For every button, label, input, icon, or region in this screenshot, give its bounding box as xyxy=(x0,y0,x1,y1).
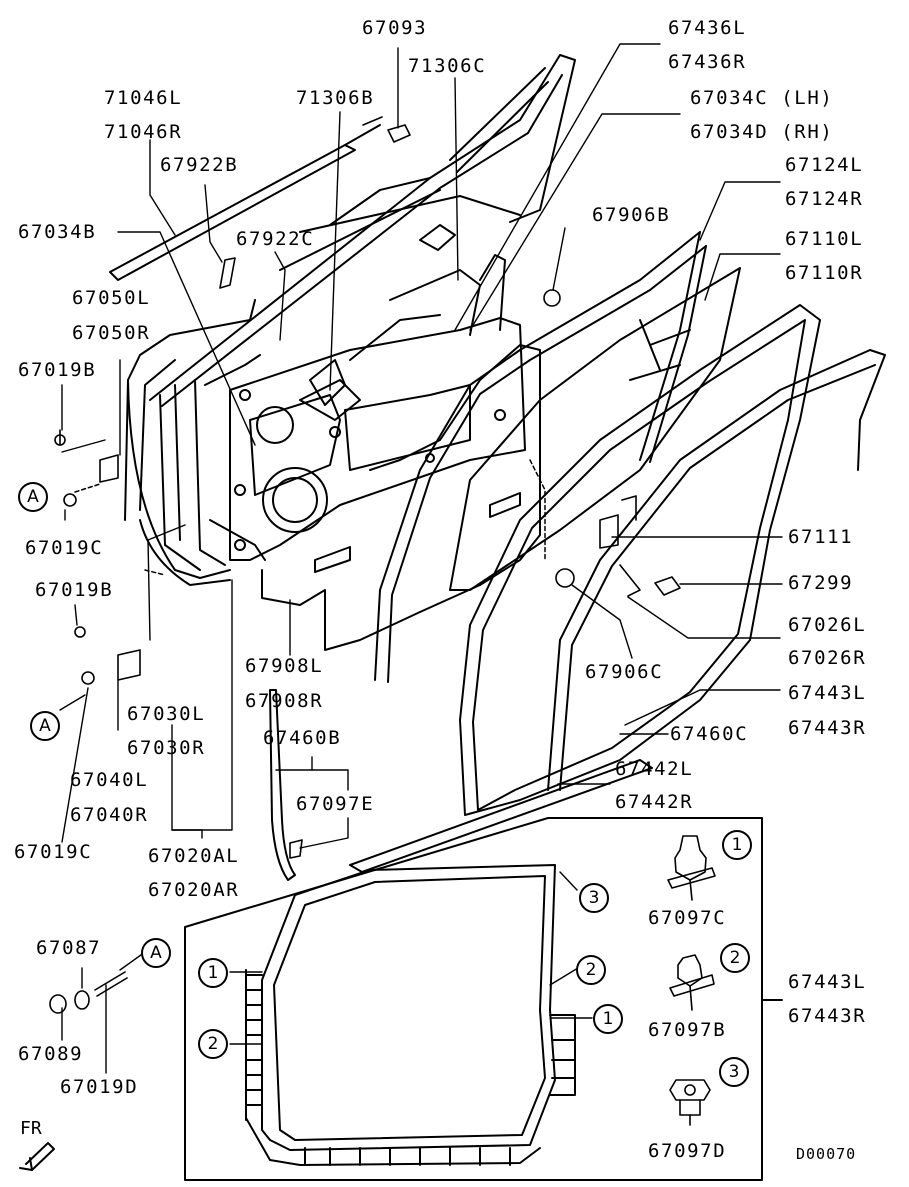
front-marker-label: FR xyxy=(20,1118,42,1139)
sill-strip-67460C xyxy=(349,759,653,873)
label-67050R: 67050R xyxy=(72,322,151,344)
label-67019B-top: 67019B xyxy=(18,359,97,381)
label-67460C: 67460C xyxy=(670,723,749,745)
label-67443L-top: 67443L xyxy=(788,682,867,704)
label-67050L: 67050L xyxy=(72,287,151,309)
clip-67097B xyxy=(669,954,715,1011)
label-67443L-box: 67443L xyxy=(788,971,867,993)
label-67019C-bot: 67019C xyxy=(14,841,93,863)
label-67087: 67087 xyxy=(36,937,102,959)
label-67443R-top: 67443R xyxy=(788,717,867,739)
label-67436L: 67436L xyxy=(668,17,747,39)
fasteners xyxy=(49,116,681,1014)
label-67097E: 67097E xyxy=(296,793,375,815)
glass-run-67124 xyxy=(374,231,707,683)
label-67922B: 67922B xyxy=(160,154,239,176)
label-67034D: 67034D (RH) xyxy=(690,121,834,143)
label-71046L: 71046L xyxy=(104,87,183,109)
label-67097D: 67097D xyxy=(648,1140,727,1162)
callout-3-clip: 3 xyxy=(719,1057,749,1087)
weatherstrip-detail xyxy=(245,864,576,1166)
label-67020AR: 67020AR xyxy=(148,879,240,901)
label-67019C-top: 67019C xyxy=(25,537,104,559)
front-direction-arrow xyxy=(19,1142,55,1171)
label-67110R: 67110R xyxy=(785,262,864,284)
diagram-code: D00070 xyxy=(796,1145,857,1163)
label-67034C: 67034C (LH) xyxy=(690,87,834,109)
label-67026L: 67026L xyxy=(788,614,867,636)
label-67443R-box: 67443R xyxy=(788,1005,867,1027)
weatherstrip-67442 xyxy=(547,349,886,791)
detail-leaders xyxy=(229,871,593,1045)
label-67019D: 67019D xyxy=(60,1076,139,1098)
label-67030L: 67030L xyxy=(127,703,206,725)
label-71306C: 71306C xyxy=(408,55,487,77)
label-67908R: 67908R xyxy=(245,690,324,712)
callout-2-left: 2 xyxy=(198,1029,228,1059)
ref-a-callout-bottom: A xyxy=(141,938,171,968)
label-71306B: 71306B xyxy=(296,87,375,109)
clip-67097C xyxy=(667,835,716,901)
label-67436R: 67436R xyxy=(668,51,747,73)
label-67019B-mid: 67019B xyxy=(35,579,114,601)
belt-moulding-71046 xyxy=(109,124,381,281)
label-67111: 67111 xyxy=(788,526,854,548)
ref-a-callout-top: A xyxy=(18,482,48,512)
label-67442R: 67442R xyxy=(615,791,694,813)
door-glass-67110 xyxy=(449,267,741,591)
label-67124L: 67124L xyxy=(785,154,864,176)
detail-box xyxy=(184,817,783,1181)
label-67922C: 67922C xyxy=(236,228,315,250)
label-67034B: 67034B xyxy=(18,221,97,243)
label-67442L: 67442L xyxy=(615,758,694,780)
label-67026R: 67026R xyxy=(788,647,867,669)
label-67089: 67089 xyxy=(18,1043,84,1065)
leader-lines xyxy=(59,43,783,1074)
door-shell xyxy=(124,224,526,586)
label-67124R: 67124R xyxy=(785,188,864,210)
label-67110L: 67110L xyxy=(785,228,864,250)
label-67093: 67093 xyxy=(362,17,428,39)
hinge-bolt-dashes xyxy=(74,459,546,576)
label-67299: 67299 xyxy=(788,572,854,594)
ref-a-callout-mid: A xyxy=(30,711,60,741)
label-67460B: 67460B xyxy=(263,727,342,749)
label-67030R: 67030R xyxy=(127,737,206,759)
callout-2-right: 2 xyxy=(576,955,606,985)
label-71046R: 71046R xyxy=(104,121,183,143)
callout-1-clip: 1 xyxy=(722,830,752,860)
sill-strip-67460B xyxy=(269,689,296,881)
label-67906B: 67906B xyxy=(592,204,671,226)
label-67906C: 67906C xyxy=(585,661,664,683)
trim-panel-67908 xyxy=(261,344,541,651)
callout-3-box: 3 xyxy=(579,883,609,913)
label-67097B: 67097B xyxy=(648,1019,727,1041)
callout-2-clip: 2 xyxy=(720,943,750,973)
clip-67097D xyxy=(669,1079,711,1126)
label-67020AL: 67020AL xyxy=(148,845,240,867)
weatherstrip-67443 xyxy=(459,304,821,816)
callout-1-right: 1 xyxy=(593,1004,623,1034)
label-67908L: 67908L xyxy=(245,655,324,677)
callout-1-left: 1 xyxy=(198,958,228,988)
label-67040L: 67040L xyxy=(70,769,149,791)
door-window-sash xyxy=(149,54,576,407)
label-67040R: 67040R xyxy=(70,804,149,826)
label-67097C: 67097C xyxy=(648,907,727,929)
